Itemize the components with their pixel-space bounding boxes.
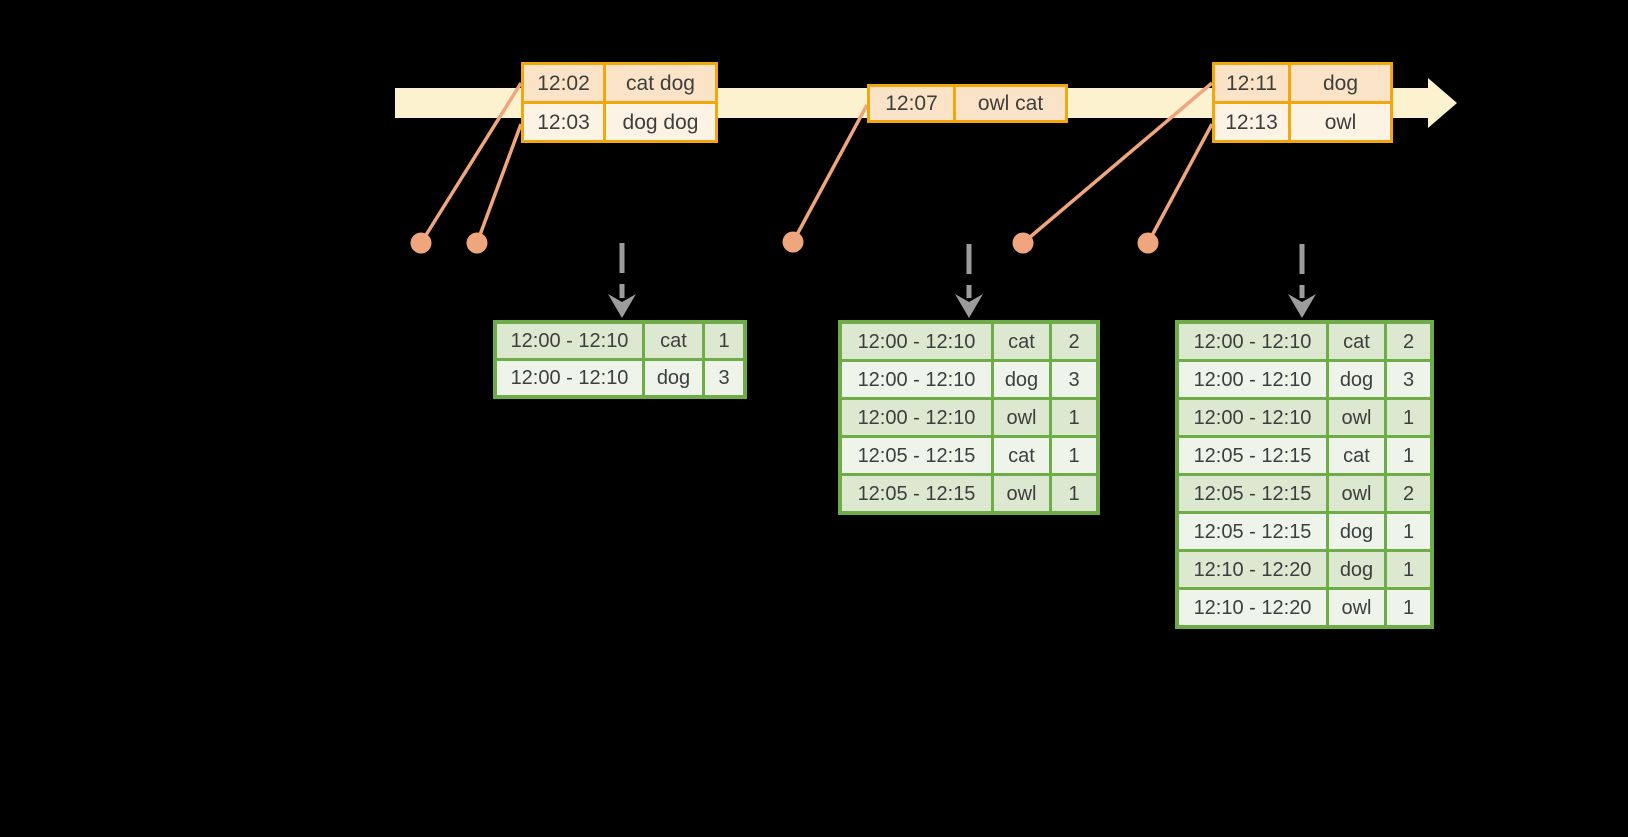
event-time-cell: 12:13 xyxy=(1215,104,1288,140)
event-words-cell: cat dog xyxy=(606,65,715,101)
result-word-cell: dog xyxy=(1329,552,1384,587)
event-words-cell: owl xyxy=(1291,104,1390,140)
event-dot-12-11 xyxy=(1012,232,1034,254)
result-window-cell: 12:10 - 12:20 xyxy=(1179,552,1326,587)
result-table-1: 12:00 - 12:10 cat 1 12:00 - 12:10 dog 3 xyxy=(493,320,747,399)
result-window-cell: 12:00 - 12:10 xyxy=(842,400,991,435)
result-count-cell: 1 xyxy=(1387,552,1430,587)
event-table-3: 12:11 dog 12:13 owl xyxy=(1212,62,1393,143)
event-table-2: 12:07 owl cat xyxy=(867,84,1068,123)
result-window-cell: 12:05 - 12:15 xyxy=(842,438,991,473)
result-word-cell: dog xyxy=(645,361,702,395)
result-word-cell: dog xyxy=(994,362,1049,397)
event-time-cell: 12:07 xyxy=(870,87,953,120)
result-word-cell: dog xyxy=(1329,514,1384,549)
result-count-cell: 1 xyxy=(1052,400,1096,435)
result-count-cell: 1 xyxy=(1052,438,1096,473)
result-count-cell: 1 xyxy=(1387,590,1430,625)
result-table-2: 12:00 - 12:10 cat 2 12:00 - 12:10 dog 3 … xyxy=(838,320,1100,515)
result-window-cell: 12:00 - 12:10 xyxy=(1179,324,1326,359)
event-words-cell: dog xyxy=(1291,65,1390,101)
result-table-3: 12:00 - 12:10 cat 2 12:00 - 12:10 dog 3 … xyxy=(1175,320,1434,629)
result-window-cell: 12:00 - 12:10 xyxy=(1179,362,1326,397)
result-word-cell: cat xyxy=(994,324,1049,359)
leader-line-12-02 xyxy=(419,82,523,244)
event-dot-12-03 xyxy=(466,232,488,254)
result-window-cell: 12:05 - 12:15 xyxy=(1179,476,1326,511)
event-dot-12-13 xyxy=(1137,232,1159,254)
result-window-cell: 12:00 - 12:10 xyxy=(497,361,642,395)
result-count-cell: 1 xyxy=(705,324,743,358)
result-count-cell: 1 xyxy=(1387,438,1430,473)
result-window-cell: 12:00 - 12:10 xyxy=(842,324,991,359)
trigger-arrowhead-icon-1 xyxy=(608,294,636,318)
event-words-cell: owl cat xyxy=(956,87,1065,120)
result-word-cell: cat xyxy=(1329,438,1384,473)
leader-line-12-03 xyxy=(475,123,523,244)
event-table-1: 12:02 cat dog 12:03 dog dog xyxy=(521,62,718,143)
result-window-cell: 12:10 - 12:20 xyxy=(1179,590,1326,625)
result-count-cell: 2 xyxy=(1387,476,1430,511)
result-window-cell: 12:05 - 12:15 xyxy=(1179,438,1326,473)
trigger-arrowhead-icon-3 xyxy=(1288,294,1316,318)
event-time-cell: 12:02 xyxy=(524,65,603,101)
result-count-cell: 3 xyxy=(1052,362,1096,397)
result-word-cell: owl xyxy=(994,400,1049,435)
result-window-cell: 12:00 - 12:10 xyxy=(497,324,642,358)
result-word-cell: cat xyxy=(1329,324,1384,359)
trigger-arrowhead-icon-2 xyxy=(955,294,983,318)
result-count-cell: 1 xyxy=(1387,400,1430,435)
result-word-cell: cat xyxy=(994,438,1049,473)
result-word-cell: owl xyxy=(994,476,1049,511)
event-markers xyxy=(410,231,1159,254)
result-word-cell: owl xyxy=(1329,400,1384,435)
result-count-cell: 2 xyxy=(1052,324,1096,359)
event-words-cell: dog dog xyxy=(606,104,715,140)
result-count-cell: 1 xyxy=(1387,514,1430,549)
event-time-cell: 12:03 xyxy=(524,104,603,140)
timeline-arrowhead-icon xyxy=(1428,78,1457,128)
result-word-cell: owl xyxy=(1329,590,1384,625)
result-count-cell: 3 xyxy=(705,361,743,395)
event-dot-12-07 xyxy=(782,231,804,253)
event-dot-12-02 xyxy=(410,232,432,254)
result-word-cell: dog xyxy=(1329,362,1384,397)
leader-line-12-11 xyxy=(1021,81,1214,245)
trigger-arrowheads xyxy=(608,294,1316,318)
result-window-cell: 12:00 - 12:10 xyxy=(842,362,991,397)
result-count-cell: 2 xyxy=(1387,324,1430,359)
event-time-cell: 12:11 xyxy=(1215,65,1288,101)
result-word-cell: owl xyxy=(1329,476,1384,511)
result-window-cell: 12:05 - 12:15 xyxy=(1179,514,1326,549)
result-count-cell: 1 xyxy=(1052,476,1096,511)
event-leader-lines xyxy=(419,81,1214,245)
leader-line-12-07 xyxy=(791,104,869,243)
leader-line-12-13 xyxy=(1146,123,1214,244)
result-word-cell: cat xyxy=(645,324,702,358)
result-window-cell: 12:00 - 12:10 xyxy=(1179,400,1326,435)
result-count-cell: 3 xyxy=(1387,362,1430,397)
result-window-cell: 12:05 - 12:15 xyxy=(842,476,991,511)
trigger-arrows xyxy=(619,243,1305,298)
